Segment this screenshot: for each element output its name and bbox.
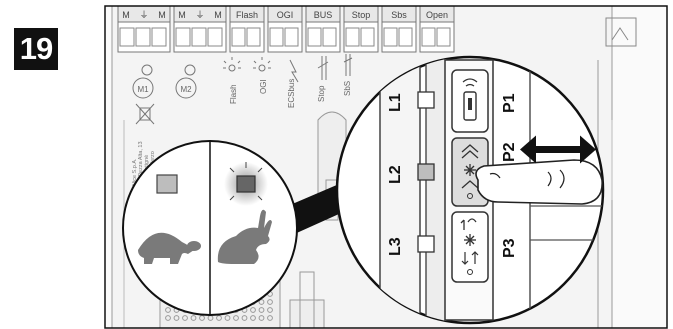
double-arrow-icon <box>520 135 596 164</box>
speed-zoom <box>122 140 298 316</box>
connector-pin <box>250 307 256 313</box>
sbs-contact-icon <box>343 54 353 76</box>
button-label-p1: P1 <box>501 93 518 113</box>
led-l2 <box>417 163 435 181</box>
remote-control-icon <box>463 91 477 121</box>
terminal-label: M <box>178 10 186 20</box>
flash-lamp-icon <box>223 57 241 72</box>
motor1-label: M1 <box>137 85 149 94</box>
ecsbus-label: ECSbus <box>287 79 296 108</box>
maker-line: Nice S.p.A. <box>132 158 138 186</box>
connector-pin <box>241 315 248 321</box>
button-label-p2: P2 <box>501 142 518 162</box>
stop-contact-icon <box>317 56 329 80</box>
open-arrows-icon <box>461 144 479 159</box>
connector-pin <box>233 315 239 321</box>
terminal-label: Sbs <box>391 10 407 20</box>
led-l1 <box>417 91 435 109</box>
connector-pin <box>250 315 256 321</box>
connector-pin <box>267 307 273 313</box>
weee-icon <box>135 103 155 125</box>
step-number: 19 <box>19 31 53 66</box>
antenna-icon <box>611 27 629 41</box>
terminal-label: Flash <box>236 10 258 20</box>
connector-pin <box>182 315 188 321</box>
p3-star-icon <box>464 234 476 246</box>
terminal-label: BUS <box>314 10 333 20</box>
button-label-p3: P3 <box>501 238 518 258</box>
led-l3 <box>417 235 435 253</box>
terminal-block: M ⏚ M M ⏚ M Flash OGI BUS Stop Sbs Open <box>117 6 455 53</box>
tortoise-icon <box>138 232 201 264</box>
button-p1[interactable] <box>451 69 489 133</box>
remote-signal-icon <box>462 78 478 87</box>
speed-star-icon <box>464 164 476 176</box>
connector-pin <box>216 315 222 321</box>
terminal-label: ⏚ <box>195 10 204 20</box>
ecsbus-icon <box>289 59 299 83</box>
updown-arrows-icon <box>461 251 479 265</box>
connector-pin <box>173 315 180 321</box>
flash-label: Flash <box>229 84 238 104</box>
connector-pin <box>190 315 197 321</box>
motor2-label: M2 <box>180 85 192 94</box>
terminal-label: M <box>214 10 222 20</box>
terminal-label: M <box>158 10 166 20</box>
led-label-l1: L1 <box>387 93 404 112</box>
terminal-label: Open <box>426 10 448 20</box>
connector-pin <box>258 307 265 313</box>
terminal-label: ⏚ <box>139 10 148 20</box>
connector-pin <box>258 299 265 305</box>
button-p3[interactable] <box>451 211 489 283</box>
finger-press-icon <box>475 159 603 205</box>
terminal-label: M <box>122 10 130 20</box>
stop-label: Stop <box>317 85 326 102</box>
motor2-symbol: M2 <box>175 64 197 99</box>
terminal-label: OGI <box>277 10 294 20</box>
led-label-l3: L3 <box>387 237 404 256</box>
terminal-label: Stop <box>352 10 371 20</box>
sbs-label: SbS <box>343 81 352 96</box>
led-label-l2: L2 <box>387 165 404 184</box>
rabbit-icon <box>217 209 272 264</box>
connector-pin <box>267 299 273 305</box>
connector-pin <box>224 315 231 321</box>
figure-frame <box>104 5 668 329</box>
antenna-terminal <box>605 17 637 47</box>
ogi-lamp-icon <box>253 57 271 72</box>
connector-pin <box>165 307 171 313</box>
motor1-symbol: M1 <box>132 64 154 99</box>
connector-pin <box>165 315 171 321</box>
ogi-label: OGI <box>259 79 268 94</box>
connector-pin <box>267 315 273 321</box>
connector-pin <box>258 315 265 321</box>
led-blinking <box>224 162 268 206</box>
maker-line: Via Pezza Alta, 13 <box>138 141 144 186</box>
step-badge: 19 <box>14 28 58 70</box>
cycle-arrows-icon <box>460 218 477 230</box>
led-off <box>156 174 178 194</box>
